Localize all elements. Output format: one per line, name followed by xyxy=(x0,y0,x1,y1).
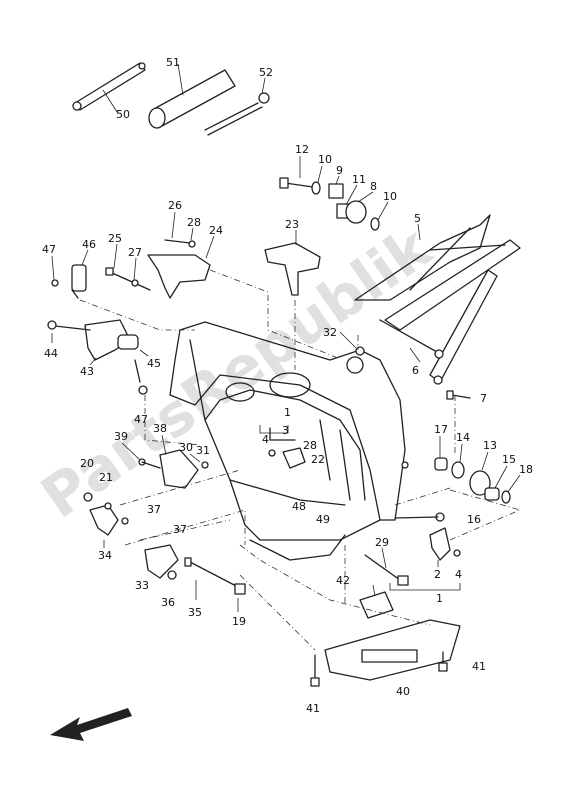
callout-10: 10 xyxy=(318,153,332,166)
callout-14: 14 xyxy=(456,431,470,444)
callout-38: 38 xyxy=(153,422,167,435)
callout-25: 25 xyxy=(108,232,122,245)
callout-16: 16 xyxy=(467,513,481,526)
callout-3: 3 xyxy=(282,424,289,437)
callout-44: 44 xyxy=(44,347,58,360)
callout-27: 27 xyxy=(128,246,142,259)
callout-24: 24 xyxy=(209,224,223,237)
callout-22: 22 xyxy=(311,453,325,466)
callout-labels: 50 51 52 12 10 9 11 8 10 5 26 28 24 23 4… xyxy=(42,56,533,715)
callout-18: 18 xyxy=(519,463,533,476)
bracket-part-33 xyxy=(144,544,246,612)
callout-41b: 41 xyxy=(306,702,320,715)
callout-46: 46 xyxy=(82,238,96,251)
bolt-part-6 xyxy=(379,319,444,363)
callout-50: 50 xyxy=(116,108,130,121)
callout-11: 11 xyxy=(352,173,366,186)
plate-part-3 xyxy=(268,427,306,469)
bracket-part-23 xyxy=(264,230,321,296)
callout-36: 36 xyxy=(161,596,175,609)
bracket-part-24 xyxy=(147,211,215,299)
callout-29: 29 xyxy=(375,536,389,549)
callout-17: 17 xyxy=(434,423,448,436)
callout-28b: 28 xyxy=(303,439,317,452)
callout-49: 49 xyxy=(316,513,330,526)
callout-39: 39 xyxy=(114,430,128,443)
callout-28: 28 xyxy=(187,216,201,229)
callout-51: 51 xyxy=(166,56,180,69)
callout-52: 52 xyxy=(259,66,273,79)
callout-31: 31 xyxy=(196,444,210,457)
callout-32: 32 xyxy=(323,326,337,339)
front-arrow-icon xyxy=(50,708,132,741)
callout-13: 13 xyxy=(483,439,497,452)
callout-33: 33 xyxy=(135,579,149,592)
callout-23: 23 xyxy=(285,218,299,231)
footrest-part-46 xyxy=(51,249,89,299)
callout-4b: 4 xyxy=(455,568,462,581)
guard-part-38 xyxy=(121,434,209,489)
callout-6: 6 xyxy=(412,364,419,377)
callout-21: 21 xyxy=(99,471,113,484)
callout-1a: 1 xyxy=(284,406,291,419)
callout-10b: 10 xyxy=(383,190,397,203)
box-wrench-part-51 xyxy=(148,63,236,129)
skid-plate-part-40 xyxy=(310,584,461,687)
spacer-set-13-18 xyxy=(434,436,521,504)
callout-45: 45 xyxy=(147,357,161,370)
callout-30: 30 xyxy=(179,441,193,454)
callout-20: 20 xyxy=(80,457,94,470)
callout-40: 40 xyxy=(396,685,410,698)
sub-frame-part-5 xyxy=(354,214,521,385)
callout-2: 2 xyxy=(434,568,441,581)
bracket-part-34 xyxy=(83,492,129,548)
alignment-lines xyxy=(79,269,522,651)
callout-brackets xyxy=(259,425,461,591)
callout-42: 42 xyxy=(336,574,350,587)
callout-12: 12 xyxy=(295,143,309,156)
bolt-assembly-12 xyxy=(279,156,389,231)
callout-48: 48 xyxy=(292,500,306,513)
callout-35: 35 xyxy=(188,606,202,619)
bolt-part-25 xyxy=(105,243,151,291)
callout-8: 8 xyxy=(370,180,377,193)
callout-4a: 4 xyxy=(262,433,269,446)
callout-19: 19 xyxy=(232,615,246,628)
rod-part-52 xyxy=(204,77,270,136)
callout-37a: 37 xyxy=(147,503,161,516)
callout-34: 34 xyxy=(98,549,112,562)
callout-1b: 1 xyxy=(436,592,443,605)
callout-43: 43 xyxy=(80,365,94,378)
bolt-part-29 xyxy=(364,547,409,586)
wrench-part-50 xyxy=(72,62,146,113)
callout-15: 15 xyxy=(502,453,516,466)
callout-37b: 37 xyxy=(173,523,187,536)
bracket-part-2 xyxy=(394,512,461,567)
callout-47: 47 xyxy=(42,243,56,256)
callout-9: 9 xyxy=(336,164,343,177)
footrest-bracket-part-43 xyxy=(47,319,149,395)
callout-26: 26 xyxy=(168,199,182,212)
callout-7: 7 xyxy=(480,392,487,405)
callout-41a: 41 xyxy=(472,660,486,673)
callout-47b: 47 xyxy=(134,413,148,426)
callout-5: 5 xyxy=(414,212,421,225)
bolt-part-7 xyxy=(446,390,471,400)
